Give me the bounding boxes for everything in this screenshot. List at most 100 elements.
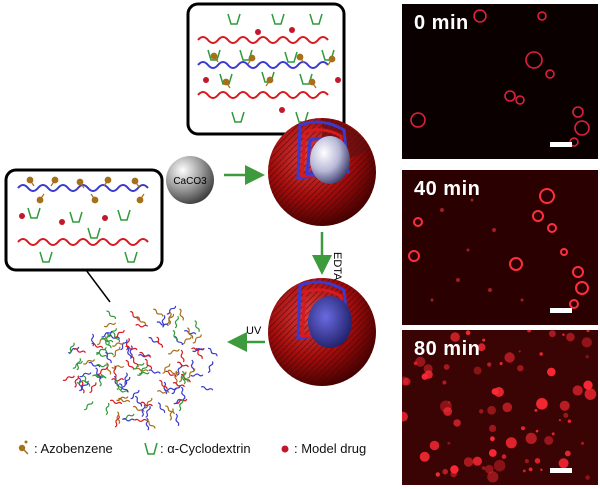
polymer-fragment bbox=[175, 413, 180, 427]
fluorescent-spot bbox=[440, 400, 452, 413]
polymer-fragment bbox=[172, 382, 185, 388]
polymer-fragment bbox=[125, 345, 138, 351]
polymer-fragment bbox=[146, 419, 156, 429]
fluorescent-spot bbox=[482, 338, 486, 342]
fluorescent-spot bbox=[572, 385, 583, 396]
polymer-fragment bbox=[84, 401, 94, 411]
cyclodextrin-group bbox=[207, 13, 335, 123]
fluorescent-spot bbox=[522, 469, 526, 473]
fluorescent-spot bbox=[447, 401, 451, 404]
polymer-fragment bbox=[117, 397, 131, 403]
polymer-fragment bbox=[95, 367, 101, 380]
fluorescent-spot bbox=[562, 333, 565, 336]
polymer-fragment bbox=[187, 368, 196, 379]
fluorescent-spot bbox=[453, 419, 461, 427]
fluorescent-spot bbox=[402, 411, 408, 422]
fluorescent-spot bbox=[585, 475, 590, 480]
polymer-fragment bbox=[179, 308, 184, 321]
polymer-fragment bbox=[137, 371, 150, 376]
polymer-fragment bbox=[145, 397, 153, 409]
schematic-diagram: CaCO3 EDTA UV bbox=[4, 2, 376, 455]
polymer-fragment bbox=[141, 404, 146, 417]
polymer-fragment bbox=[207, 361, 214, 374]
fluorescent-spot bbox=[481, 466, 486, 470]
micrograph-panel-80min: 80 min bbox=[402, 330, 598, 485]
polymer-fragment bbox=[156, 321, 169, 326]
fluorescent-spot bbox=[558, 458, 569, 469]
fluorescent-spot bbox=[473, 366, 482, 375]
fluorescent-spot bbox=[419, 451, 430, 462]
fluorescent-spot bbox=[517, 365, 524, 372]
polymer-fragment bbox=[159, 379, 168, 390]
polymer-fragment bbox=[122, 376, 131, 388]
polymer-fragment bbox=[183, 330, 197, 335]
top-callout-box bbox=[186, 2, 346, 167]
polymer-fragment bbox=[97, 336, 107, 346]
polymer-fragment bbox=[180, 349, 185, 363]
polymer-fragment bbox=[156, 336, 163, 348]
uv-label: UV bbox=[246, 325, 262, 337]
polymer-fragment bbox=[179, 371, 187, 383]
polymer-fragment bbox=[103, 322, 117, 328]
polymer-fragment bbox=[180, 386, 186, 400]
polymer-fragment bbox=[114, 415, 120, 428]
polymer-fragment bbox=[157, 402, 166, 414]
fluorescent-spot bbox=[564, 450, 571, 457]
polymer-fragment bbox=[125, 359, 135, 370]
polymer-fragment bbox=[76, 380, 90, 384]
polymer-fragment bbox=[165, 370, 177, 378]
polymer-fragment bbox=[101, 337, 114, 343]
polymer-fragment bbox=[119, 383, 129, 393]
polymer-fragment bbox=[101, 330, 113, 338]
caco3-core-sphere: CaCO3 bbox=[166, 156, 214, 204]
polymer-fragment bbox=[136, 316, 147, 325]
micrograph-image bbox=[402, 170, 598, 325]
fluorescent-spot bbox=[443, 364, 450, 370]
polymer-fragment bbox=[106, 362, 112, 375]
cyclodextrin-group bbox=[27, 207, 138, 263]
micrograph-image bbox=[410, 9, 590, 147]
fluorescent-spot bbox=[463, 457, 474, 467]
polymer-fragment bbox=[116, 396, 129, 402]
polymer-fragment bbox=[107, 334, 121, 340]
polymer-fragment bbox=[130, 390, 140, 400]
polymer-fragment bbox=[116, 388, 129, 393]
blue-polymer-chain bbox=[197, 61, 329, 69]
polymer-fragment bbox=[97, 366, 108, 375]
polymer-fragment bbox=[133, 362, 145, 370]
micrograph-panel-0min: 0 min bbox=[402, 4, 598, 159]
fluorescent-spot bbox=[536, 398, 548, 410]
polymer-fragment bbox=[166, 305, 177, 315]
polymer-fragment bbox=[169, 408, 174, 421]
polymer-fragment bbox=[153, 308, 164, 317]
legend-cyclodextrin: : α-Cyclodextrin bbox=[156, 438, 251, 458]
polymer-fragment bbox=[200, 386, 214, 391]
hollow-capsule bbox=[268, 278, 376, 386]
polymer-fragment bbox=[109, 399, 123, 405]
polymer-fragment bbox=[96, 347, 107, 355]
scale-bar bbox=[550, 308, 572, 313]
fluorescent-spot bbox=[442, 380, 447, 385]
polymer-fragment bbox=[88, 361, 101, 368]
polymer-fragment bbox=[167, 349, 180, 355]
fluorescent-spot bbox=[549, 330, 556, 338]
fluorescent-spot bbox=[585, 355, 589, 359]
fluorescent-spot bbox=[488, 449, 497, 457]
fluorescent-spot bbox=[547, 367, 556, 377]
polymer-fragment bbox=[167, 369, 180, 375]
polymer-fragment bbox=[124, 372, 128, 386]
fluorescent-spot bbox=[429, 440, 440, 451]
polymer-fragment bbox=[181, 371, 189, 383]
polymer-fragment bbox=[162, 363, 171, 374]
fluorescent-spot bbox=[423, 364, 433, 374]
fluorescent-spot bbox=[424, 370, 433, 379]
micrograph-image bbox=[402, 330, 598, 485]
polymer-fragment bbox=[111, 365, 125, 369]
fluorescent-spot bbox=[527, 330, 532, 333]
polymer-fragment bbox=[126, 346, 132, 359]
fluorescent-spot bbox=[567, 419, 572, 423]
legend-drug: : Model drug bbox=[290, 438, 366, 458]
polymer-fragment bbox=[138, 354, 151, 358]
fluorescent-spot bbox=[540, 468, 543, 471]
fluorescent-spot bbox=[443, 407, 453, 416]
